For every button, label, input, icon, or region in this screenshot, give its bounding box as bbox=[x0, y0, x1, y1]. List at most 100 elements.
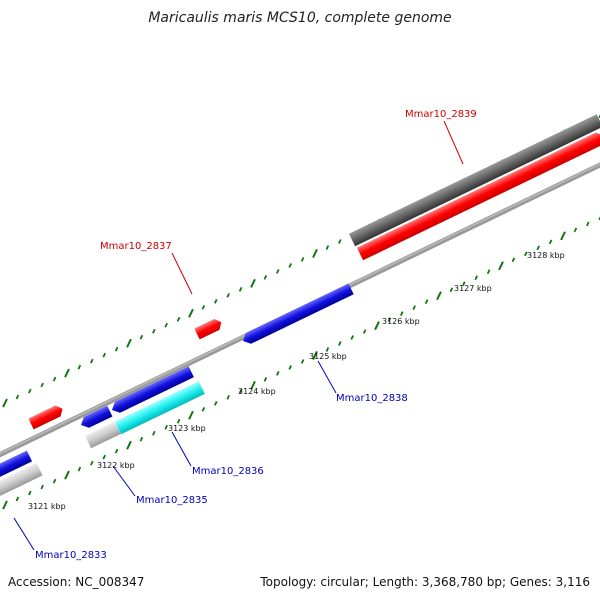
reverse-strand-tick bbox=[362, 329, 367, 334]
reverse-strand-tick bbox=[586, 221, 590, 227]
forward-strand-tick bbox=[28, 388, 32, 394]
accession-text: Accession: NC_008347 bbox=[8, 575, 145, 589]
reverse-strand-tick bbox=[462, 281, 466, 287]
reverse-strand-tick bbox=[263, 377, 268, 382]
gene-feature-mmar10-2836[interactable] bbox=[109, 366, 194, 415]
reverse-strand-tick bbox=[139, 436, 144, 442]
reverse-strand-tick bbox=[2, 500, 8, 510]
reverse-strand-tick bbox=[573, 227, 578, 233]
gene-feature-grey-left[interactable] bbox=[0, 462, 43, 500]
reverse-strand-tick bbox=[90, 460, 94, 466]
gene-feature-grey-segment[interactable] bbox=[84, 421, 121, 449]
forward-strand-tick bbox=[102, 352, 106, 358]
reverse-strand-tick bbox=[214, 400, 218, 406]
topology-text: Topology: circular; Length: 3,368,780 bp… bbox=[260, 575, 590, 589]
reverse-strand-tick bbox=[40, 484, 44, 490]
kbp-label: 3121 kbp bbox=[28, 502, 66, 511]
reverse-strand-tick bbox=[164, 424, 168, 430]
genome-title: Maricaulis maris MCS10, complete genome bbox=[148, 10, 452, 26]
kbp-label: 3123 kbp bbox=[168, 424, 206, 433]
forward-strand-tick bbox=[238, 287, 243, 292]
reverse-strand-tick bbox=[511, 257, 516, 263]
gene-label-mmar10-2839[interactable]: Mmar10_2839 bbox=[405, 109, 477, 120]
reverse-strand-tick bbox=[176, 418, 181, 424]
gene-label-mmar10-2835[interactable]: Mmar10_2835 bbox=[136, 495, 208, 506]
gene-feature-mmar10-2839[interactable] bbox=[356, 130, 600, 261]
gene-feature-red-left[interactable] bbox=[28, 403, 65, 430]
reverse-strand-tick bbox=[338, 341, 342, 346]
kbp-label: 3125 kbp bbox=[309, 352, 347, 361]
reverse-strand-tick bbox=[152, 430, 156, 436]
kbp-label: 3122 kbp bbox=[97, 461, 135, 470]
reverse-strand-tick bbox=[276, 371, 280, 376]
reverse-strand-tick bbox=[486, 269, 491, 275]
kbp-label: 3126 kbp bbox=[382, 317, 420, 326]
leader-line-mmar10-2838 bbox=[317, 360, 337, 394]
reverse-strand-tick bbox=[498, 261, 504, 271]
reverse-strand-tick bbox=[28, 490, 32, 496]
reverse-strand-tick bbox=[325, 347, 330, 352]
gene-label-mmar10-2837[interactable]: Mmar10_2837 bbox=[100, 241, 172, 252]
leader-line-mmar10-2833 bbox=[13, 517, 35, 551]
gene-feature-cyan-cds[interactable] bbox=[114, 381, 205, 435]
reverse-strand-tick bbox=[400, 311, 404, 316]
reverse-strand-tick bbox=[412, 305, 416, 311]
leader-line-mmar10-2835 bbox=[112, 465, 136, 497]
reverse-strand-tick bbox=[524, 251, 528, 257]
reverse-strand-tick bbox=[102, 454, 106, 460]
gene-label-mmar10-2838[interactable]: Mmar10_2838 bbox=[336, 393, 408, 404]
reverse-strand-tick bbox=[424, 299, 429, 305]
forward-strand-tick bbox=[77, 364, 82, 370]
reverse-strand-tick bbox=[126, 440, 132, 450]
gene-label-mmar10-2833[interactable]: Mmar10_2833 bbox=[35, 550, 107, 561]
forward-strand-tick bbox=[300, 257, 305, 262]
gene-feature-mmar10-2838[interactable] bbox=[240, 283, 354, 346]
forward-strand-tick bbox=[176, 316, 181, 322]
reverse-strand-tick bbox=[374, 321, 380, 331]
reverse-strand-tick bbox=[226, 394, 230, 400]
reverse-strand-tick bbox=[52, 478, 57, 484]
forward-strand-tick bbox=[276, 269, 280, 274]
reverse-strand-tick bbox=[250, 380, 256, 390]
reverse-strand-tick bbox=[238, 389, 243, 394]
reverse-strand-tick bbox=[300, 359, 305, 364]
kbp-label: 3128 kbp bbox=[527, 251, 565, 260]
leader-line-mmar10-2839 bbox=[443, 120, 464, 165]
reverse-strand-tick bbox=[536, 245, 540, 251]
gene-label-mmar10-2836[interactable]: Mmar10_2836 bbox=[192, 466, 264, 477]
reverse-strand-tick bbox=[114, 448, 119, 454]
forward-strand-tick bbox=[126, 338, 132, 348]
forward-strand-tick bbox=[164, 322, 168, 328]
gene-feature-mmar10-2839-gene[interactable] bbox=[348, 114, 600, 247]
forward-strand-tick bbox=[40, 382, 44, 388]
reverse-strand-tick bbox=[560, 231, 566, 241]
forward-strand-tick bbox=[226, 292, 230, 298]
reverse-strand-tick bbox=[64, 470, 70, 480]
forward-strand-tick bbox=[90, 358, 94, 364]
reverse-strand-tick bbox=[449, 287, 454, 293]
forward-strand-tick bbox=[250, 278, 256, 288]
reverse-strand-tick bbox=[350, 335, 354, 340]
forward-strand-tick bbox=[263, 275, 268, 280]
leader-line-mmar10-2836 bbox=[171, 431, 192, 467]
forward-strand-tick bbox=[214, 298, 218, 304]
reverse-strand-tick bbox=[77, 466, 82, 472]
kbp-label: 3124 kbp bbox=[238, 387, 276, 396]
forward-strand-tick bbox=[15, 394, 20, 400]
kbp-scale-labels: 3121 kbp 3122 kbp 3123 kbp 3124 kbp 3125 kbp… bbox=[28, 251, 565, 511]
reverse-strand-tick bbox=[548, 239, 553, 245]
forward-strand-tick bbox=[2, 398, 8, 408]
forward-strand-tick bbox=[288, 263, 292, 268]
gene-feature-mmar10-2835[interactable] bbox=[78, 405, 113, 431]
kbp-label: 3127 kbp bbox=[454, 284, 492, 293]
gene-feature-mmar10-2833[interactable] bbox=[0, 450, 33, 482]
forward-strand-tick bbox=[325, 245, 330, 250]
forward-strand-tick bbox=[139, 334, 144, 340]
forward-strand-tick bbox=[201, 304, 206, 310]
gene-feature-mmar10-2837[interactable] bbox=[194, 317, 224, 340]
reverse-strand-tick bbox=[474, 275, 478, 281]
reverse-strand-tick bbox=[188, 410, 194, 420]
forward-strand-tick bbox=[114, 346, 119, 352]
forward-strand-tick bbox=[152, 328, 156, 334]
